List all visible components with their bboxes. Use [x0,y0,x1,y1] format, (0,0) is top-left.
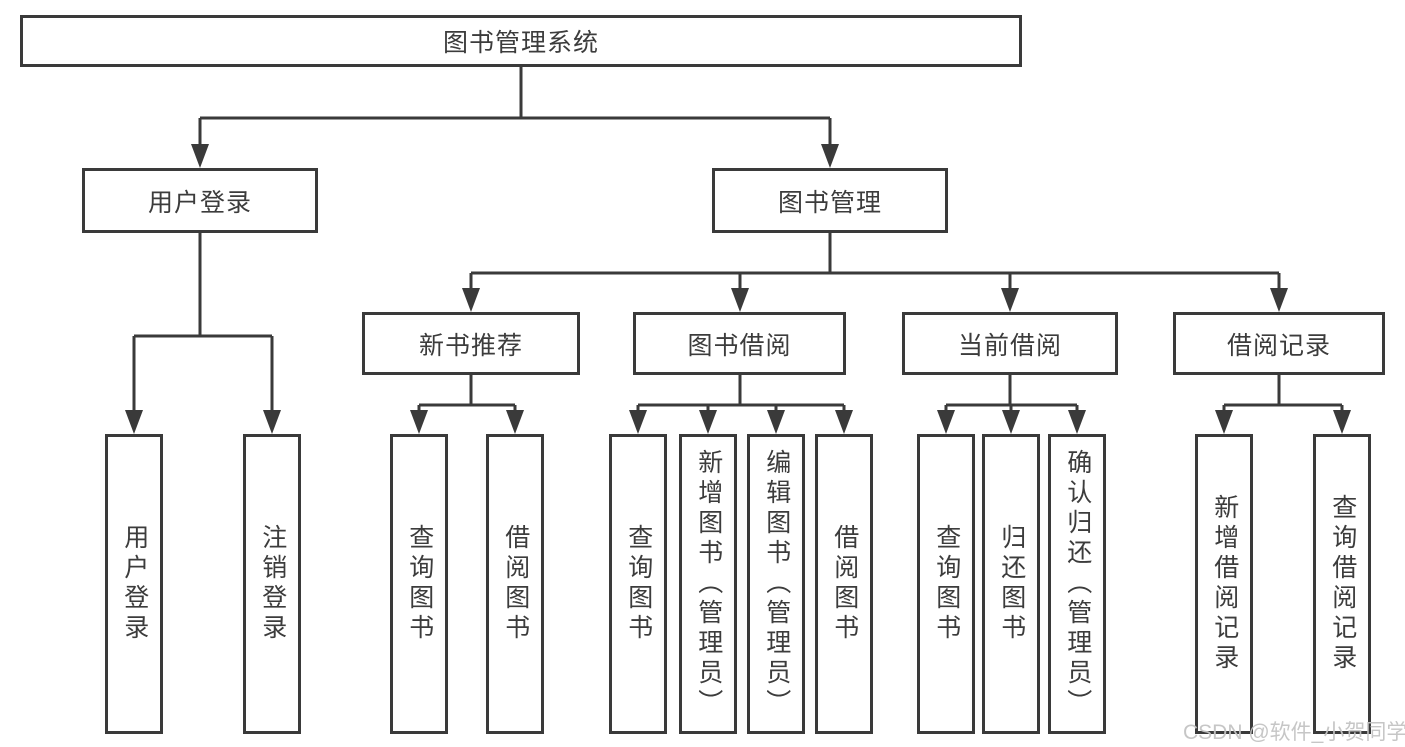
node-book-management: 图书管理 [712,168,948,233]
leaf-confirm-return-admin: 确认归还（管理员） [1048,434,1106,734]
node-label: 当前借阅 [957,331,1062,360]
leaf-label: 新增借阅记录 [1210,494,1239,674]
leaf-query-books-current: 查询图书 [917,434,975,734]
node-label: 图书管理 [777,188,882,217]
node-label: 图书管理系统 [442,29,599,57]
node-label: 借阅记录 [1226,331,1331,360]
leaf-add-book-admin: 新增图书（管理员） [679,434,737,734]
node-borrowing-records: 借阅记录 [1173,312,1385,375]
leaf-user-login: 用户登录 [105,434,163,734]
node-new-book-recommendation: 新书推荐 [362,312,580,375]
node-root-library-management-system: 图书管理系统 [20,15,1022,67]
leaf-query-borrow-record: 查询借阅记录 [1313,434,1371,734]
leaf-label: 归还图书 [997,524,1026,644]
leaf-query-books-borrow: 查询图书 [609,434,667,734]
leaf-label: 新增图书（管理员） [694,449,723,719]
leaf-borrow-books-recommend: 借阅图书 [486,434,544,734]
leaf-label: 用户登录 [120,524,149,644]
leaf-label: 确认归还（管理员） [1063,449,1092,719]
node-user-login: 用户登录 [82,168,318,233]
leaf-label: 查询图书 [624,524,653,644]
leaf-query-books-recommend: 查询图书 [390,434,448,734]
node-current-borrowing: 当前借阅 [902,312,1118,375]
leaf-label: 查询图书 [932,524,961,644]
node-book-borrowing: 图书借阅 [633,312,846,375]
leaf-label: 查询图书 [405,524,434,644]
leaf-label: 查询借阅记录 [1328,494,1357,674]
csdn-watermark: CSDN @软件_小贺同学 [1183,721,1405,744]
leaf-edit-book-admin: 编辑图书（管理员） [747,434,805,734]
leaf-return-book: 归还图书 [982,434,1040,734]
leaf-label: 注销登录 [258,524,287,644]
leaf-label: 编辑图书（管理员） [762,449,791,719]
node-label: 新书推荐 [418,331,523,360]
node-label: 用户登录 [147,188,252,217]
leaf-logout: 注销登录 [243,434,301,734]
leaf-add-borrow-record: 新增借阅记录 [1195,434,1253,734]
leaf-borrow-books: 借阅图书 [815,434,873,734]
leaf-label: 借阅图书 [830,524,859,644]
leaf-label: 借阅图书 [501,524,530,644]
node-label: 图书借阅 [687,331,792,360]
